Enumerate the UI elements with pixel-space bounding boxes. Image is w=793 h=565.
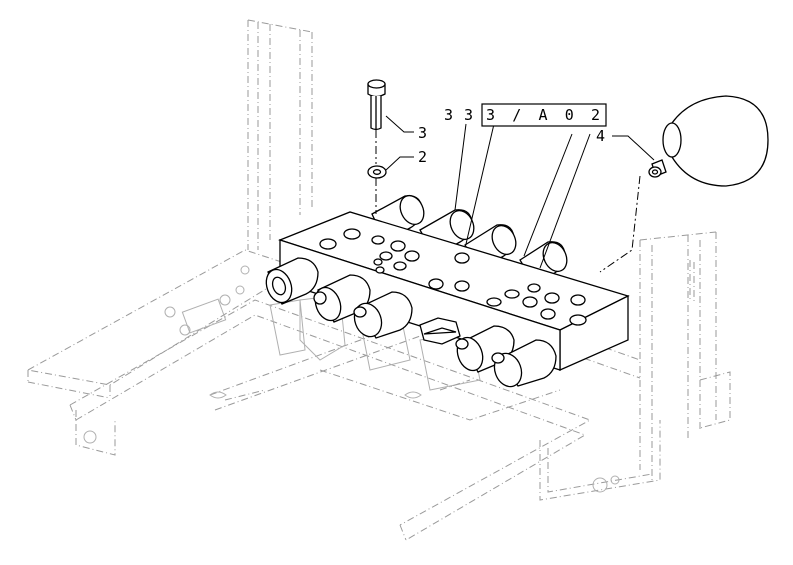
bolt [367, 79, 386, 131]
block-ports [319, 228, 587, 326]
reference-label: 3 3 3 / A 0 2 [444, 103, 607, 127]
washer [367, 165, 387, 179]
callouts: 3 2 4 [418, 124, 605, 166]
reference-prefix-b: 3 [464, 106, 473, 124]
callout-accumulator: 4 [596, 127, 605, 145]
leader-lines [375, 115, 655, 273]
accumulator [648, 95, 769, 187]
reference-box-text: 3 / A 0 2 [486, 106, 600, 124]
reference-prefix-a: 3 [444, 106, 453, 124]
valve-block [265, 194, 630, 388]
callout-bolt: 3 [418, 124, 427, 142]
callout-washer: 2 [418, 148, 427, 166]
reference-box [481, 103, 607, 127]
front-solenoids [265, 257, 557, 388]
